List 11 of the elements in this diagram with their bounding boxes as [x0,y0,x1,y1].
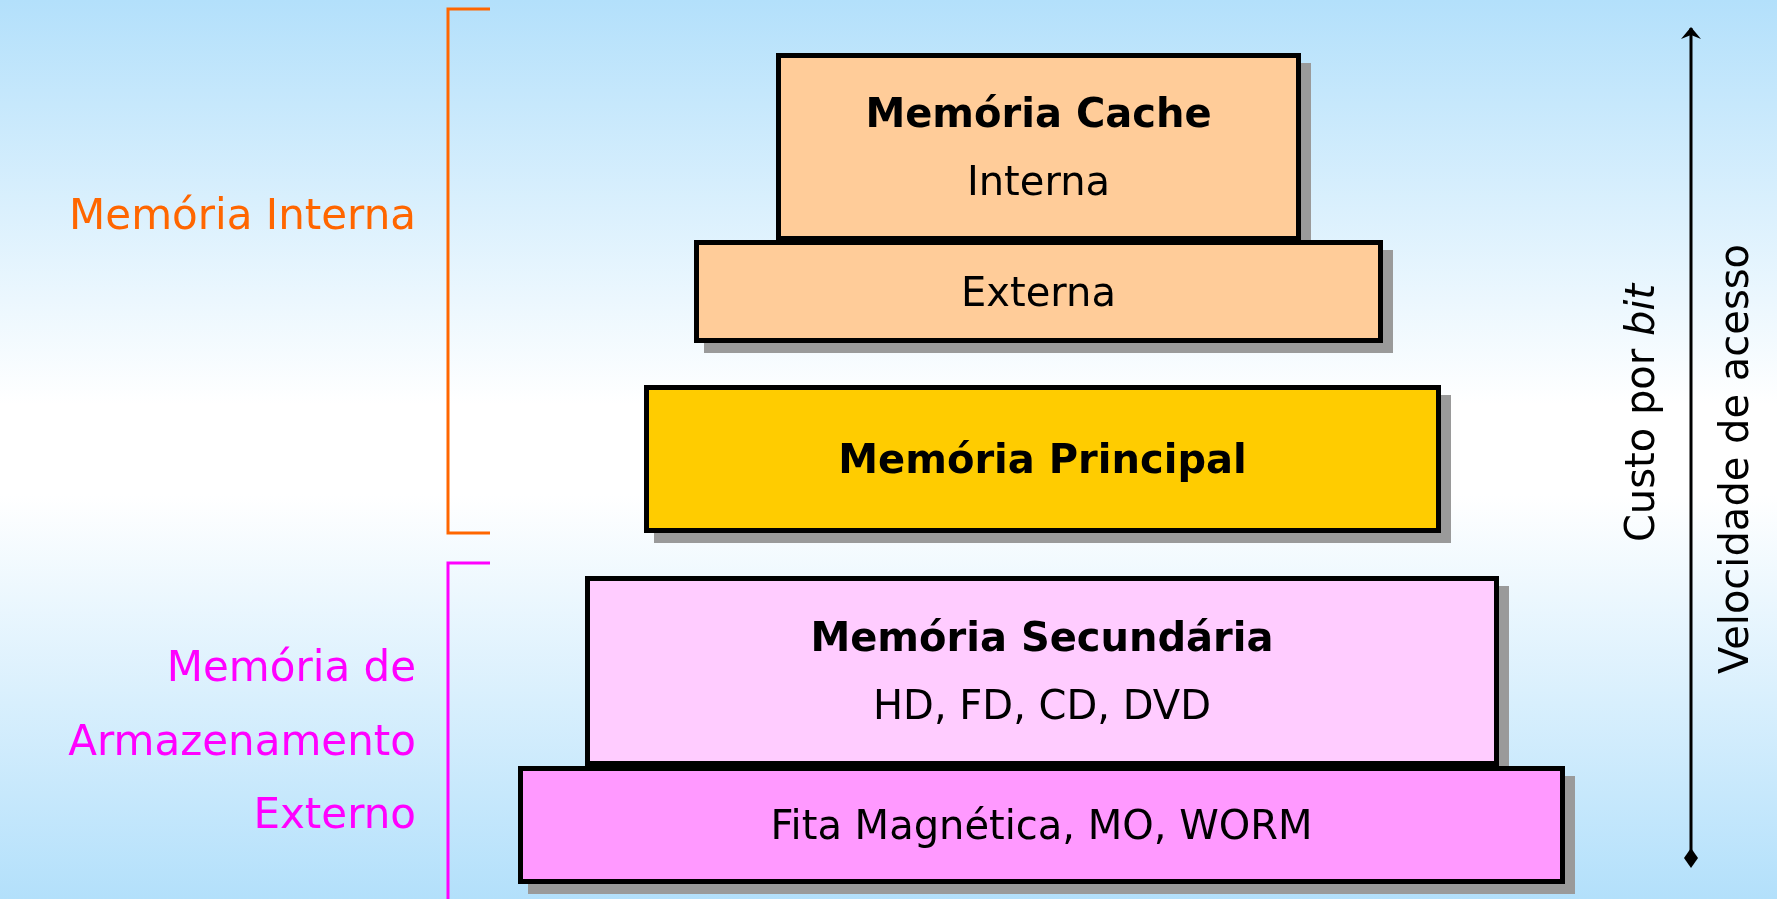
box-title: Memória Principal [838,435,1247,484]
axis-label: Custo por bit [1617,283,1663,543]
box-title: Memória Cache [865,89,1212,138]
box-title: Memória Secundária [810,613,1274,662]
box-text: Externa [961,267,1116,317]
group-label: Memória Interna [69,189,416,241]
box-text: Fita Magnética, MO, WORM [770,801,1313,850]
group-label: Memória de Armazenamento Externo [67,641,416,840]
axis-label: Velocidade de acesso [1711,243,1757,675]
box-text: HD, FD, CD, DVD [873,681,1211,730]
box-text: Interna [966,157,1110,206]
